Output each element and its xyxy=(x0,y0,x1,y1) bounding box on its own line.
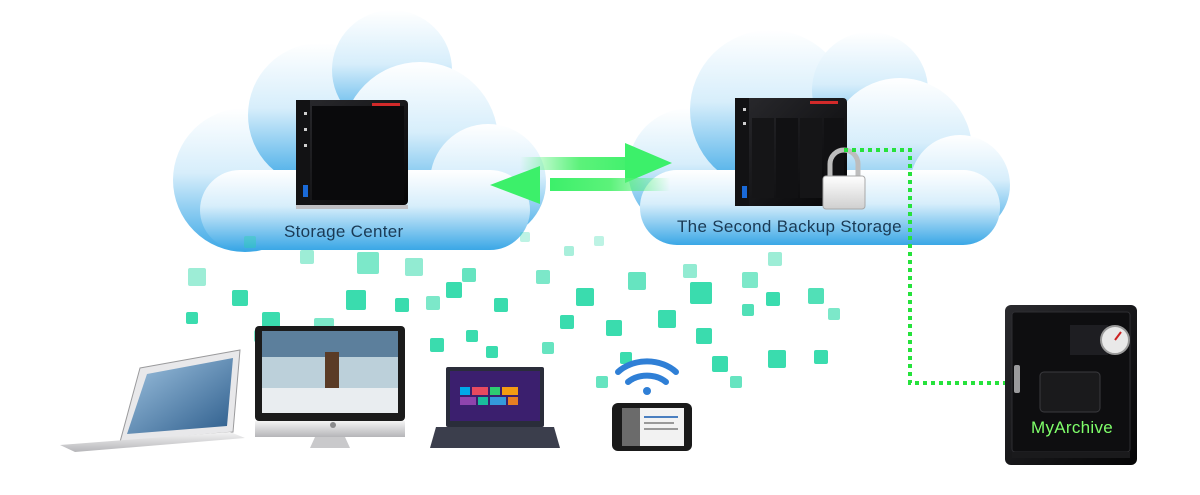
nas-storage-center xyxy=(296,100,408,209)
nas-second-backup xyxy=(735,98,847,206)
notebook xyxy=(430,367,560,448)
data-square xyxy=(564,246,574,256)
data-square xyxy=(486,346,498,358)
data-square xyxy=(244,236,256,248)
data-square xyxy=(542,342,554,354)
data-square xyxy=(536,270,550,284)
data-square xyxy=(462,268,476,282)
data-square xyxy=(430,338,444,352)
tablet xyxy=(612,403,692,451)
data-square xyxy=(768,252,782,266)
data-square xyxy=(808,288,824,304)
data-square xyxy=(520,232,530,242)
data-square xyxy=(658,310,676,328)
data-square xyxy=(768,350,786,368)
data-square xyxy=(628,272,646,290)
data-square xyxy=(828,308,840,320)
data-square xyxy=(188,268,206,286)
data-square xyxy=(690,282,712,304)
myarchive-label: MyArchive xyxy=(1031,418,1114,437)
data-square xyxy=(766,292,780,306)
storage-center-label: Storage Center xyxy=(284,222,404,241)
data-square xyxy=(426,296,440,310)
data-square xyxy=(446,282,462,298)
data-square xyxy=(683,264,697,278)
data-square xyxy=(405,258,423,276)
myarchive-cabinet xyxy=(1005,305,1137,465)
wifi-icon xyxy=(615,358,679,395)
data-square xyxy=(186,312,198,324)
data-square xyxy=(466,330,478,342)
data-square xyxy=(560,315,574,329)
data-square xyxy=(814,350,828,364)
data-square xyxy=(606,320,622,336)
data-square xyxy=(742,272,758,288)
data-square xyxy=(262,312,280,330)
data-squares xyxy=(186,232,840,388)
data-square xyxy=(357,252,379,274)
second-backup-label: The Second Backup Storage xyxy=(677,217,902,236)
data-square xyxy=(696,328,712,344)
data-square xyxy=(346,290,366,310)
archive-link-line xyxy=(844,148,1005,385)
laptop xyxy=(60,349,245,452)
data-square xyxy=(494,298,508,312)
data-square xyxy=(730,376,742,388)
data-square xyxy=(596,376,608,388)
apple-logo-icon xyxy=(330,422,336,428)
data-square xyxy=(576,288,594,306)
data-square xyxy=(742,304,754,316)
data-square xyxy=(300,250,314,264)
data-square xyxy=(620,352,632,364)
data-square xyxy=(232,290,248,306)
data-square xyxy=(712,356,728,372)
data-square xyxy=(395,298,409,312)
data-square xyxy=(594,236,604,246)
desktop-monitor xyxy=(255,326,405,448)
sync-arrow-right xyxy=(520,143,672,183)
sync-arrow-left xyxy=(490,166,670,204)
